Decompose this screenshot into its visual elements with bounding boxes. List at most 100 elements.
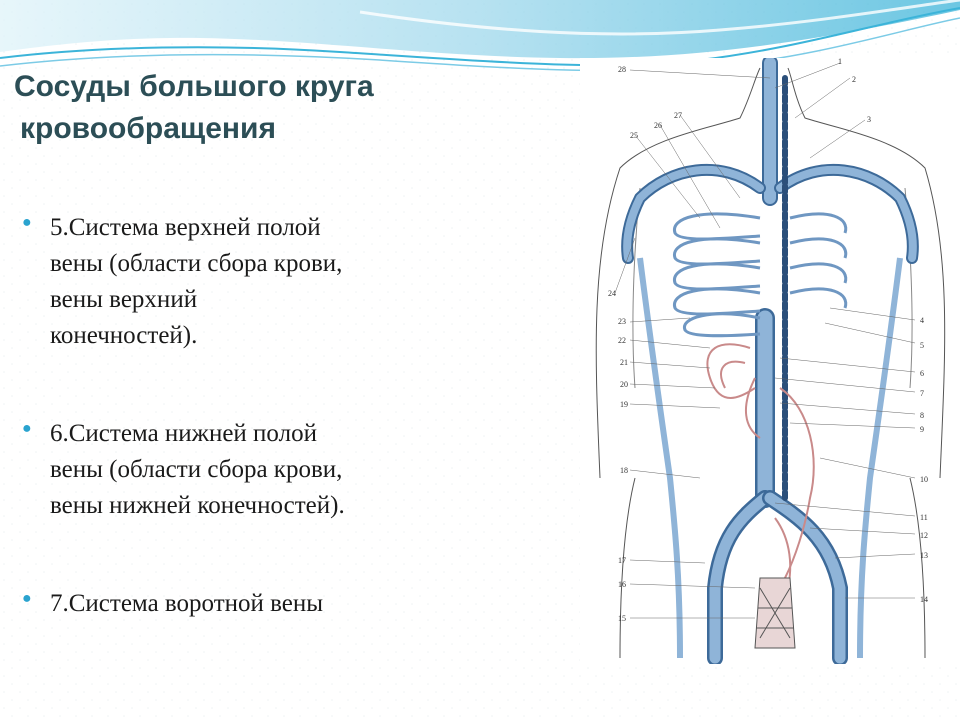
illustration-element (673, 287, 761, 316)
illustration-element (774, 163, 919, 264)
illustration-element (621, 58, 919, 664)
illustration-element (679, 114, 741, 199)
illustration-element (789, 237, 848, 259)
label-21: 21 (620, 358, 628, 367)
illustration-element (629, 339, 711, 349)
illustration-element (794, 77, 851, 119)
illustration-element (634, 134, 701, 219)
illustration-element (629, 361, 711, 369)
illustration-element (637, 257, 683, 659)
illustration-element (789, 212, 848, 234)
illustration-element (629, 403, 721, 409)
label-25: 25 (630, 131, 638, 140)
illustration-element (779, 357, 916, 373)
right-labels: 1 2 3 4 5 6 7 8 9 10 11 12 13 14 (838, 58, 928, 604)
illustration-element (629, 583, 756, 589)
illustration-element (359, 0, 960, 36)
left-labels: 28 27 26 25 24 23 22 21 20 19 18 17 16 1… (608, 65, 682, 623)
illustration-element (0, 17, 960, 72)
label-12: 12 (920, 531, 928, 540)
illustration-element (673, 212, 761, 241)
illustration-element (764, 492, 846, 664)
slide-title: Сосуды большого круга кровообращения (14, 66, 574, 150)
illustration-element (789, 422, 916, 429)
label-23: 23 (618, 317, 626, 326)
illustration-svg: 1 2 3 4 5 6 7 8 9 10 11 12 13 14 28 27 2… (595, 58, 946, 664)
illustration-element (0, 0, 960, 59)
illustration-element (779, 402, 916, 415)
illustration-element (789, 262, 848, 284)
torso-outline (595, 67, 761, 479)
bullet-text: 5.Система верхней полой вены (области сб… (50, 214, 343, 349)
label-20: 20 (620, 380, 628, 389)
illustration-element (809, 119, 866, 159)
label-17: 17 (618, 556, 626, 565)
illustration-element (774, 502, 916, 517)
label-18: 18 (620, 466, 628, 475)
illustration-element (787, 67, 946, 479)
illustration-element (629, 383, 716, 389)
label-5: 5 (920, 341, 924, 350)
illustration-element (614, 237, 636, 294)
illustration-element (595, 67, 946, 659)
label-4: 4 (920, 316, 924, 325)
label-1: 1 (838, 58, 842, 66)
illustration-element (720, 360, 746, 389)
illustration-element (776, 165, 917, 262)
venous-system-illustration: 1 2 3 4 5 6 7 8 9 10 11 12 13 14 28 27 2… (580, 58, 960, 664)
illustration-element (834, 553, 916, 559)
illustration-element (824, 322, 916, 344)
illustration-element (673, 262, 761, 291)
illustration-element (619, 477, 636, 659)
illustration-element (629, 469, 701, 479)
label-3: 3 (867, 115, 871, 124)
label-26: 26 (654, 121, 662, 130)
label-10: 10 (920, 475, 928, 484)
title-line-1: Сосуды большого круга (14, 70, 374, 103)
label-7: 7 (920, 389, 924, 398)
bullet-dot-icon: ● (22, 420, 32, 437)
illustration-element (673, 212, 848, 338)
illustration-element (706, 343, 756, 399)
illustration-element (614, 62, 916, 619)
illustration-element (629, 69, 771, 79)
label-27: 27 (674, 111, 682, 120)
label-14: 14 (920, 595, 928, 604)
label-15: 15 (618, 614, 626, 623)
illustration-element (0, 7, 960, 67)
illustration-element (629, 559, 706, 564)
bullet-dot-icon: ● (22, 214, 32, 231)
illustration-element (659, 124, 721, 229)
label-9: 9 (920, 425, 924, 434)
label-22: 22 (618, 336, 626, 345)
illustration-element (909, 477, 926, 659)
label-6: 6 (920, 369, 924, 378)
bullet-text: 6.Система нижней полой вены (области сбо… (50, 420, 345, 519)
illustration-element (809, 527, 916, 535)
label-13: 13 (920, 551, 928, 560)
illustration-element (744, 377, 761, 439)
illustration-element (774, 62, 841, 89)
label-16: 16 (618, 580, 626, 589)
title-line-2: кровообращения (20, 112, 276, 145)
illustration-element (829, 307, 916, 321)
bullet-item-3: ● 7.Система воротной вены (22, 586, 562, 622)
label-2: 2 (852, 75, 856, 84)
illustration-element (754, 577, 796, 649)
bullet-item-1: ● 5.Система верхней полой вены (области … (22, 210, 562, 354)
label-24: 24 (608, 289, 616, 298)
illustration-element (706, 343, 815, 599)
bullet-dot-icon: ● (22, 590, 32, 607)
label-8: 8 (920, 411, 924, 420)
illustration-element (779, 387, 815, 579)
illustration-element (789, 287, 848, 309)
label-28: 28 (618, 65, 626, 74)
illustration-element (819, 457, 916, 479)
label-19: 19 (620, 400, 628, 409)
bullet-item-2: ● 6.Система нижней полой вены (области с… (22, 416, 562, 524)
top-wave-decoration (0, 0, 960, 72)
illustration-element (673, 237, 761, 266)
label-11: 11 (920, 513, 928, 522)
illustration-element (857, 257, 903, 659)
